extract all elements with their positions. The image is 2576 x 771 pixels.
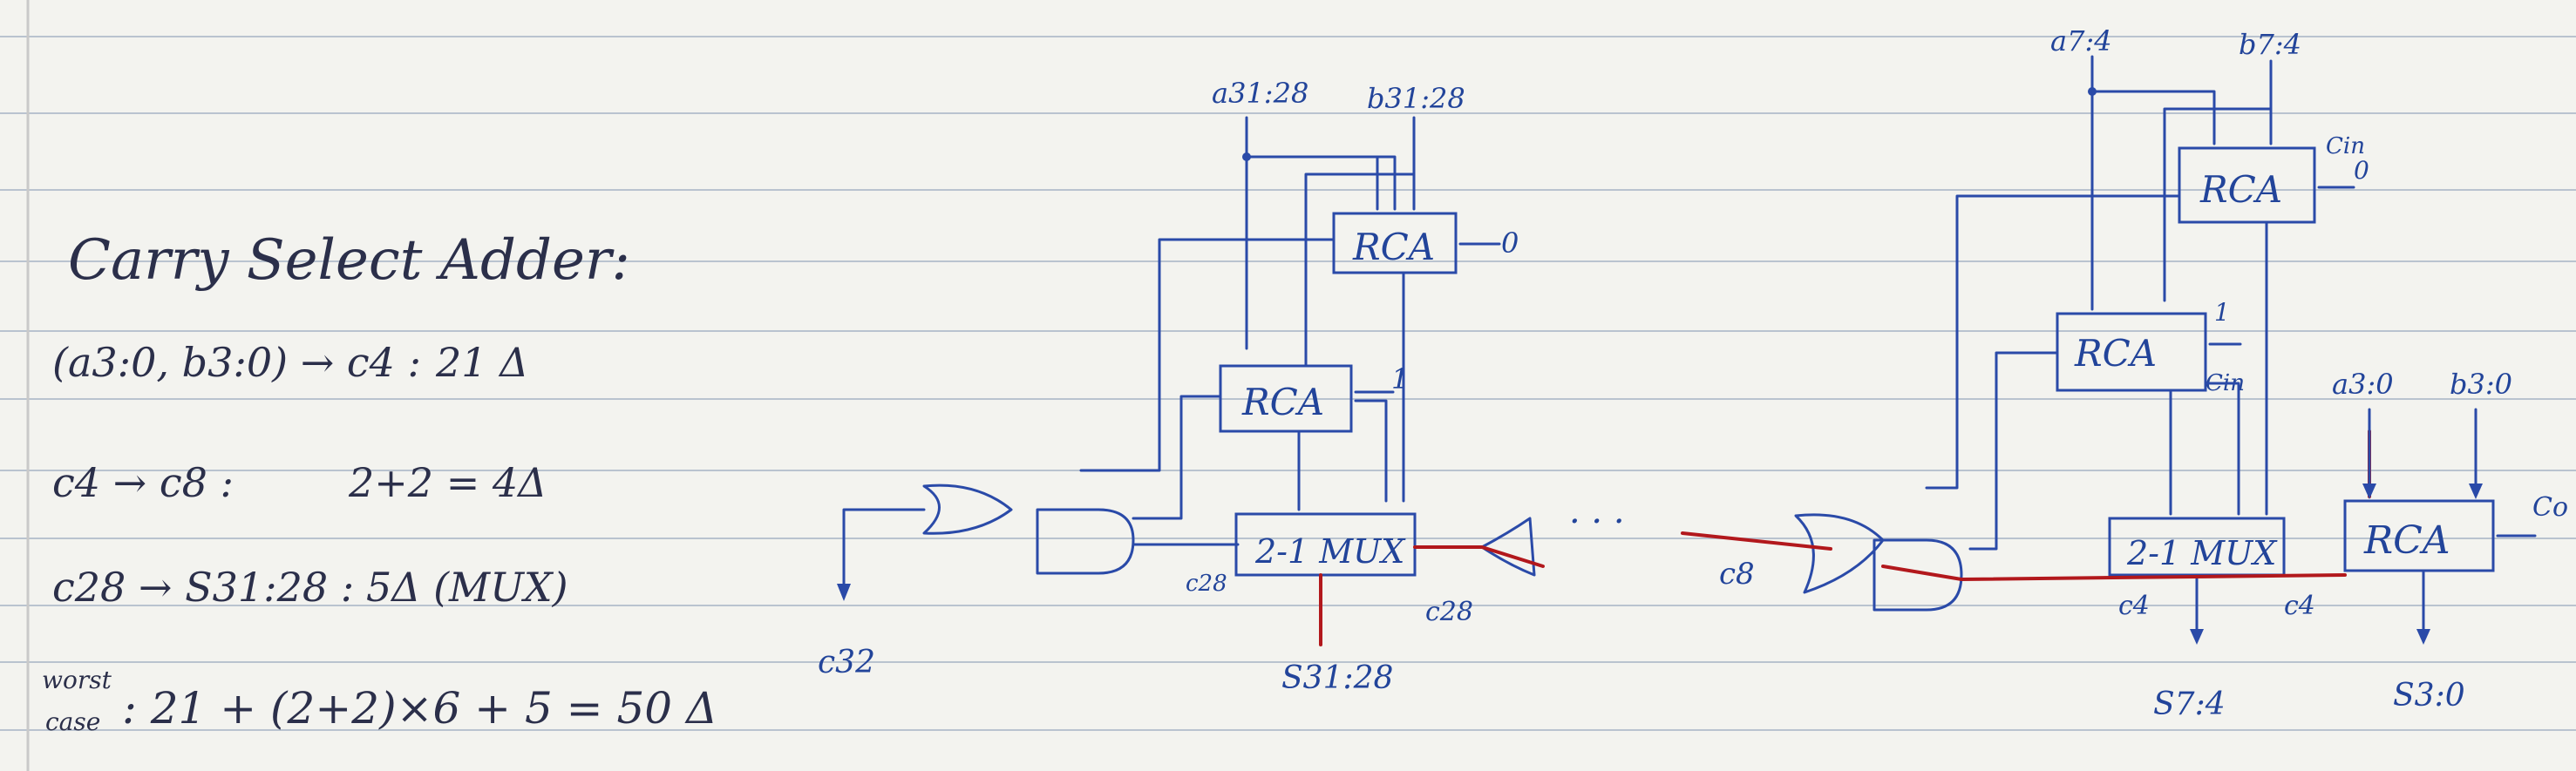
rca-top-7-4-cin: 0 bbox=[2354, 156, 2369, 185]
sum-out-3-0: S3:0 bbox=[2393, 678, 2465, 714]
block-3-0: a3:0 b3:0 RCA Co c4 S3:0 bbox=[2284, 368, 2568, 714]
mux-31-28 bbox=[1234, 512, 1417, 577]
input-a-31-28: a31:28 bbox=[1212, 77, 1308, 110]
mux-select-c28: c28 bbox=[1186, 571, 1227, 597]
carry-out-c4: c4 bbox=[2284, 591, 2315, 621]
notes-title: Carry Select Adder: bbox=[68, 228, 630, 293]
rca-bottom-7-4-cin: 1 bbox=[2214, 298, 2230, 327]
mux-7-4-label: 2-1 MUX bbox=[2126, 534, 2278, 572]
worst-case-label-1: worst bbox=[42, 666, 112, 694]
and-gate-31-28 bbox=[1036, 508, 1135, 575]
rca-top-7-4 bbox=[2178, 146, 2316, 224]
input-a-3-0: a3:0 bbox=[2332, 368, 2394, 401]
rca-bottom-cin-31-28: 1 bbox=[1391, 362, 1409, 396]
carry-in-gate-31-28 bbox=[1480, 517, 1536, 577]
worst-case-label-2: case bbox=[45, 707, 100, 736]
worst-case-expression: : 21 + (2+2)×6 + 5 = 50 Δ bbox=[122, 683, 717, 734]
input-b-3-0: b3:0 bbox=[2450, 368, 2512, 401]
rca-top-31-28-label: RCA bbox=[1352, 226, 1435, 268]
ellipsis: · · · bbox=[1569, 502, 1625, 542]
carry-out-c32: c32 bbox=[818, 645, 875, 680]
rca-3-0 bbox=[2343, 499, 2495, 572]
rca-bottom-7-4-label: RCA bbox=[2074, 332, 2157, 375]
or-gate-31-28 bbox=[922, 484, 1013, 535]
rca-top-7-4-cin-label: Cin bbox=[2326, 133, 2365, 159]
rca-3-0-label: RCA bbox=[2363, 518, 2450, 563]
note-line3-value: 5Δ (MUX) bbox=[366, 564, 568, 611]
note-line3-lhs: c28 → S31:28 : bbox=[52, 564, 354, 611]
rca-bottom-31-28-label: RCA bbox=[1241, 381, 1324, 423]
input-a-7-4: a7:4 bbox=[2050, 24, 2112, 57]
carry-in-c28: c28 bbox=[1425, 597, 1473, 627]
note-line1-lhs: (a3:0, b3:0) → c4 : bbox=[52, 339, 421, 386]
rca-top-31-28 bbox=[1332, 212, 1458, 274]
input-b-7-4: b7:4 bbox=[2239, 28, 2301, 61]
rca-bottom-31-28 bbox=[1219, 364, 1353, 433]
input-b-31-28: b31:28 bbox=[1367, 82, 1465, 115]
sum-out-7-4: S7:4 bbox=[2153, 686, 2226, 722]
carry-out-c8: c8 bbox=[1719, 557, 1755, 592]
block-31-28: a31:28 b31:28 RCA 0 RCA 1 c32 bbox=[818, 77, 1545, 696]
and-gate-7-4 bbox=[1873, 538, 1963, 612]
timing-notes: Carry Select Adder: (a3:0, b3:0) → c4 : … bbox=[42, 228, 717, 736]
note-line1-value: 21 Δ bbox=[435, 339, 528, 386]
mux-7-4-select: c4 bbox=[2118, 591, 2150, 621]
note-line2-lhs: c4 → c8 : bbox=[52, 459, 234, 506]
note-line2-value: 2+2 = 4Δ bbox=[348, 459, 547, 506]
mux-31-28-label: 2-1 MUX bbox=[1254, 532, 1406, 571]
rca-3-0-carry-in: Co bbox=[2532, 492, 2568, 523]
block-7-4: a7:4 b7:4 RCA Cin 0 RCA 1 Cin c8 2-1 MUX bbox=[1681, 24, 2369, 722]
or-gate-7-4 bbox=[1794, 513, 1885, 594]
rca-top-cin-31-28: 0 bbox=[1501, 227, 1519, 260]
rca-top-7-4-label: RCA bbox=[2199, 168, 2282, 211]
sum-out-31-28: S31:28 bbox=[1281, 660, 1393, 696]
